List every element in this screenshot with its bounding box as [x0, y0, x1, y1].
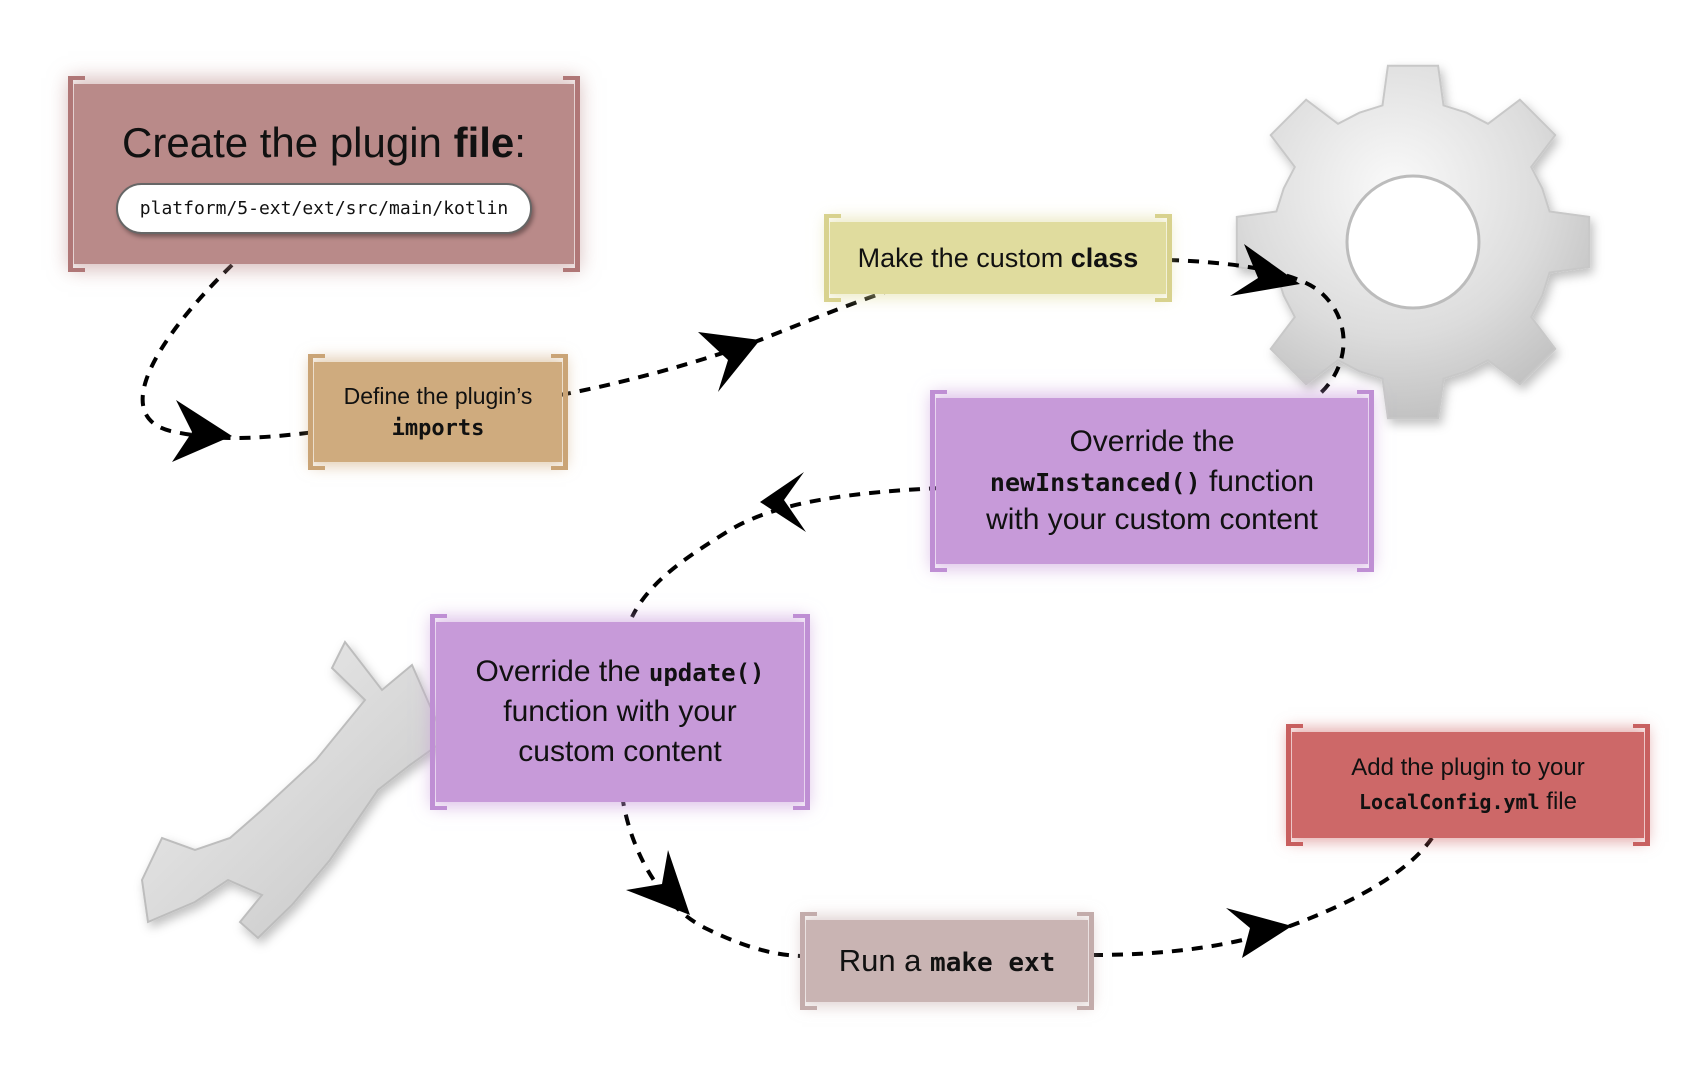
imports-line1: Define the plugin’s: [343, 383, 533, 409]
update-line1: Override the update(): [475, 655, 765, 688]
step-make-ext: Run a make ext: [800, 912, 1094, 1010]
local-config-line1: Add the plugin to your: [1351, 754, 1585, 781]
arrowhead-4: [760, 472, 806, 532]
update-line2: function with your: [503, 695, 737, 728]
step-override-update: Override the update() function with your…: [430, 614, 810, 810]
step-define-imports: Define the plugin’s imports: [308, 354, 568, 470]
file-path-pill: platform/5-ext/ext/src/main/kotlin: [115, 182, 533, 234]
connector-file-to-imports: [140, 263, 316, 440]
step-override-newinstanced: Override the newInstanced() function wit…: [930, 390, 1374, 572]
step-create-plugin-file: Create the plugin file: platform/5-ext/e…: [68, 76, 580, 272]
file-path-text: platform/5-ext/ext/src/main/kotlin: [139, 197, 509, 219]
make-ext-text: Run a make ext: [838, 943, 1056, 978]
arrowhead-6: [1226, 908, 1292, 958]
wrench-icon: [140, 640, 447, 940]
step-local-config: Add the plugin to your LocalConfig.yml f…: [1286, 724, 1650, 846]
newinstanced-line3: with your custom content: [986, 503, 1318, 536]
custom-class-text: Make the custom class: [857, 242, 1139, 273]
create-file-title: Create the plugin file:: [122, 118, 526, 166]
newinstanced-line1: Override the: [1069, 425, 1235, 458]
imports-bold: imports: [391, 416, 485, 441]
arrowhead-2: [698, 332, 760, 392]
connector-newinstanced-to-update: [630, 486, 941, 618]
arrowhead-1: [172, 400, 232, 462]
arrowhead-5: [626, 850, 690, 915]
update-line3: custom content: [518, 735, 722, 768]
arrowheads: [172, 244, 1300, 958]
arrowhead-3: [1230, 244, 1300, 296]
local-config-line2: LocalConfig.yml file: [1359, 788, 1577, 815]
connector-update-to-makeext: [620, 794, 806, 958]
gear-icon: [1235, 64, 1591, 420]
step-custom-class: Make the custom class: [824, 214, 1172, 302]
newinstanced-line2: newInstanced() function: [989, 465, 1315, 498]
